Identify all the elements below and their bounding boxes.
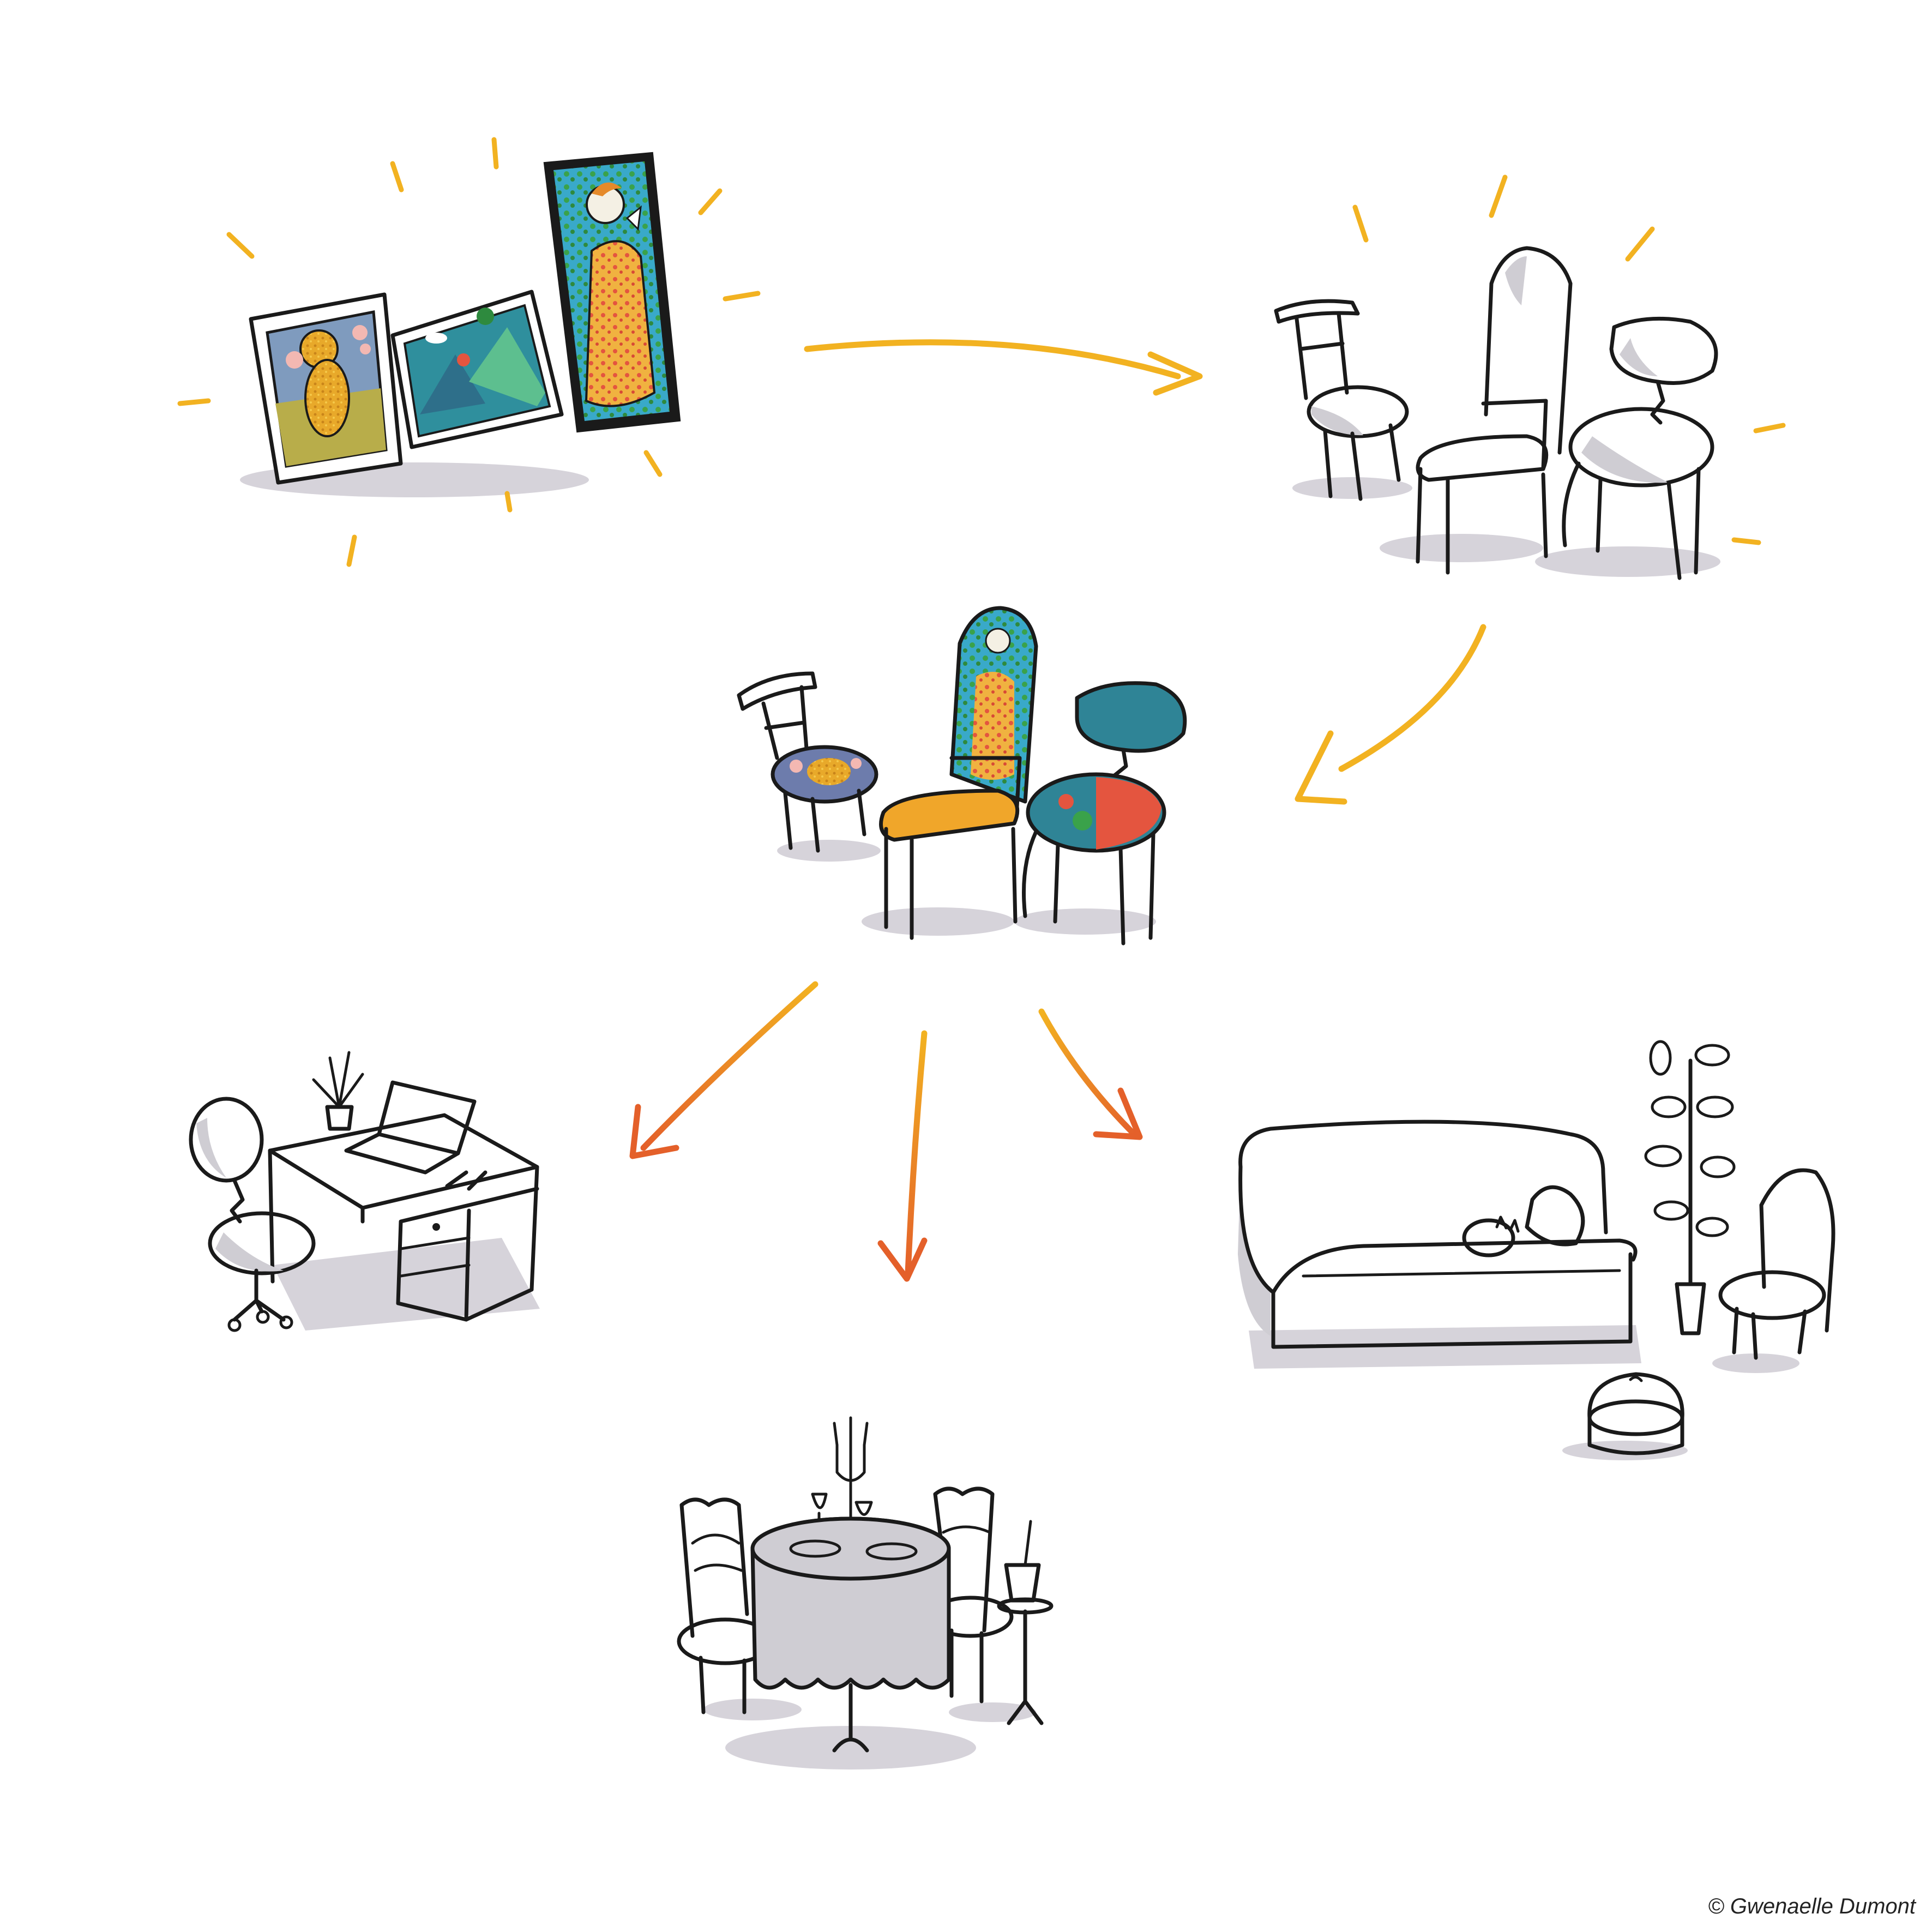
painted-chair-left <box>737 671 878 853</box>
painted-chair-balloon <box>1022 681 1187 946</box>
copyright-symbol: © <box>1708 1894 1724 1918</box>
arrow-to-office <box>629 981 818 1159</box>
arrow-to-dining <box>877 1030 928 1282</box>
plain-chair-left <box>1274 299 1409 501</box>
living-room-sofa-icon <box>1238 1040 1835 1460</box>
plain-chairs-rays <box>1352 174 1786 545</box>
painting-lady <box>543 152 681 433</box>
dining-table-icon <box>677 1416 1054 1770</box>
copyright-credit: © Gwenaelle Dumont <box>1708 1894 1916 1919</box>
paintings-rays <box>177 137 761 567</box>
dining-chair-left <box>677 1497 774 1714</box>
arrow-to-painted-chairs <box>1295 624 1486 805</box>
painting-poodle <box>249 292 403 485</box>
painted-chairs-icon <box>737 606 1187 946</box>
plain-chair-balloon <box>1562 316 1718 580</box>
arrow-to-plain-chairs <box>804 339 1203 396</box>
paintings-icon <box>177 137 761 567</box>
plain-chair-tall <box>1416 246 1573 575</box>
arrow-to-living-room <box>1038 1008 1143 1140</box>
painting-landscape <box>390 290 564 449</box>
painted-chair-tall <box>879 606 1038 940</box>
author-name: Gwenaelle Dumont <box>1730 1894 1916 1918</box>
office-desk-icon <box>189 1051 540 1332</box>
plain-chairs-icon <box>1274 174 1786 580</box>
